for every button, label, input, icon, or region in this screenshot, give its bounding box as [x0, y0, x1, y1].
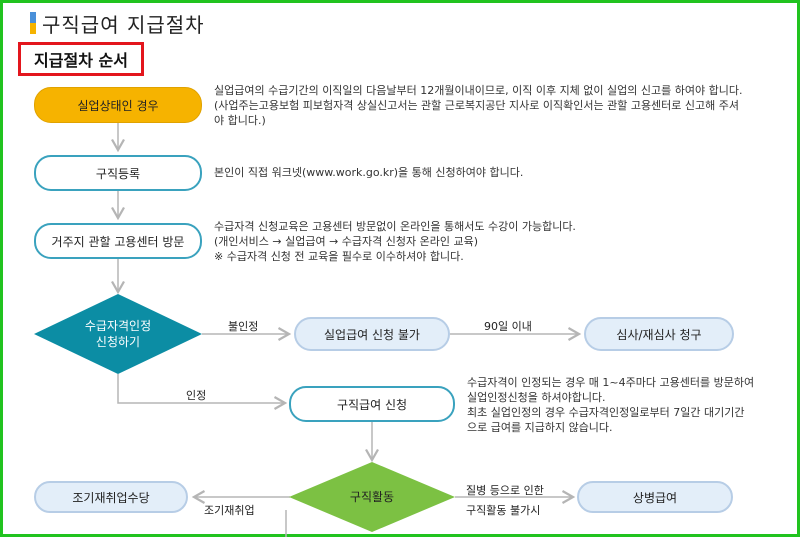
eligibility-diamond: [34, 294, 202, 374]
desc-unemployed-line: 실업급여의 수급기간의 이직일의 다음날부터 12개월이내이므로, 이직 이후 …: [214, 84, 743, 97]
node-apply: 구직급여 신청: [289, 386, 455, 422]
desc-apply-line: 수급자격이 인정되는 경우 매 1~4주마다 고용센터를 방문하여: [467, 376, 755, 389]
desc-apply-line: 실업인정신청을 하셔야합니다.: [467, 391, 606, 404]
desc-visit-line: 수급자격 신청교육은 고용센터 방문없이 온라인을 통해서도 수강이 가능합니다…: [214, 220, 576, 233]
desc-apply-line: 최초 실업인정의 경우 수급자격인정일로부터 7일간 대기기간: [467, 406, 745, 419]
edge-label-within-90: 90일 이내: [484, 320, 532, 333]
section-title: 지급절차 순서: [18, 42, 144, 76]
edge-label-approved: 인정: [186, 389, 207, 402]
desc-register: 본인이 직접 워크넷(www.work.go.kr)을 통해 신청하여야 합니다…: [214, 165, 774, 180]
desc-unemployed-line: (사업주는고용보험 피보험자격 상실신고서는 관할 근로복지공단 지사로 이직확…: [214, 99, 740, 112]
node-early-reemployment: 조기재취업수당: [34, 481, 188, 513]
desc-register-line: 본인이 직접 워크넷(www.work.go.kr)을 통해 신청하여야 합니다…: [214, 166, 524, 179]
desc-apply-line: 으로 급여를 지급하지 않습니다.: [467, 421, 613, 434]
edge-label-early: 조기재취업: [204, 504, 255, 517]
node-visit: 거주지 관할 고용센터 방문: [34, 223, 202, 259]
title-bar-icon: [30, 12, 36, 34]
node-register: 구직등록: [34, 155, 202, 191]
edge-label-not-approved: 불인정: [228, 320, 259, 333]
node-unemployed: 실업상태인 경우: [34, 87, 202, 123]
edge-label-illness-1: 질병 등으로 인한: [466, 484, 544, 497]
job-activity-diamond: [289, 462, 455, 532]
desc-unemployed: 실업급여의 수급기간의 이직일의 다음날부터 12개월이내이므로, 이직 이후 …: [214, 83, 790, 128]
node-sickness: 상병급여: [577, 481, 733, 513]
page-title: 구직급여 지급절차: [42, 12, 205, 37]
desc-unemployed-line: 야 합니다.): [214, 114, 266, 127]
node-not-possible: 실업급여 신청 불가: [294, 317, 450, 351]
desc-apply: 수급자격이 인정되는 경우 매 1~4주마다 고용센터를 방문하여 실업인정신청…: [467, 375, 792, 435]
node-eligibility-label: 수급자격인정 신청하기: [84, 319, 152, 349]
arrow-eligibility-to-apply: [117, 374, 288, 410]
node-review: 심사/재심사 청구: [584, 317, 734, 351]
desc-visit-line: ※ 수급자격 신청 전 교육을 필수로 이수하셔야 합니다.: [214, 250, 464, 263]
page-header: 구직급여 지급절차: [30, 8, 205, 38]
desc-visit-line: (개인서비스 → 실업급여 → 수급자격 신청자 온라인 교육): [214, 235, 479, 248]
edge-label-illness-2: 구직활동 불가시: [466, 504, 541, 517]
node-job-activity-label: 구직활동: [349, 490, 395, 504]
desc-visit: 수급자격 신청교육은 고용센터 방문없이 온라인을 통해서도 수강이 가능합니다…: [214, 219, 774, 264]
